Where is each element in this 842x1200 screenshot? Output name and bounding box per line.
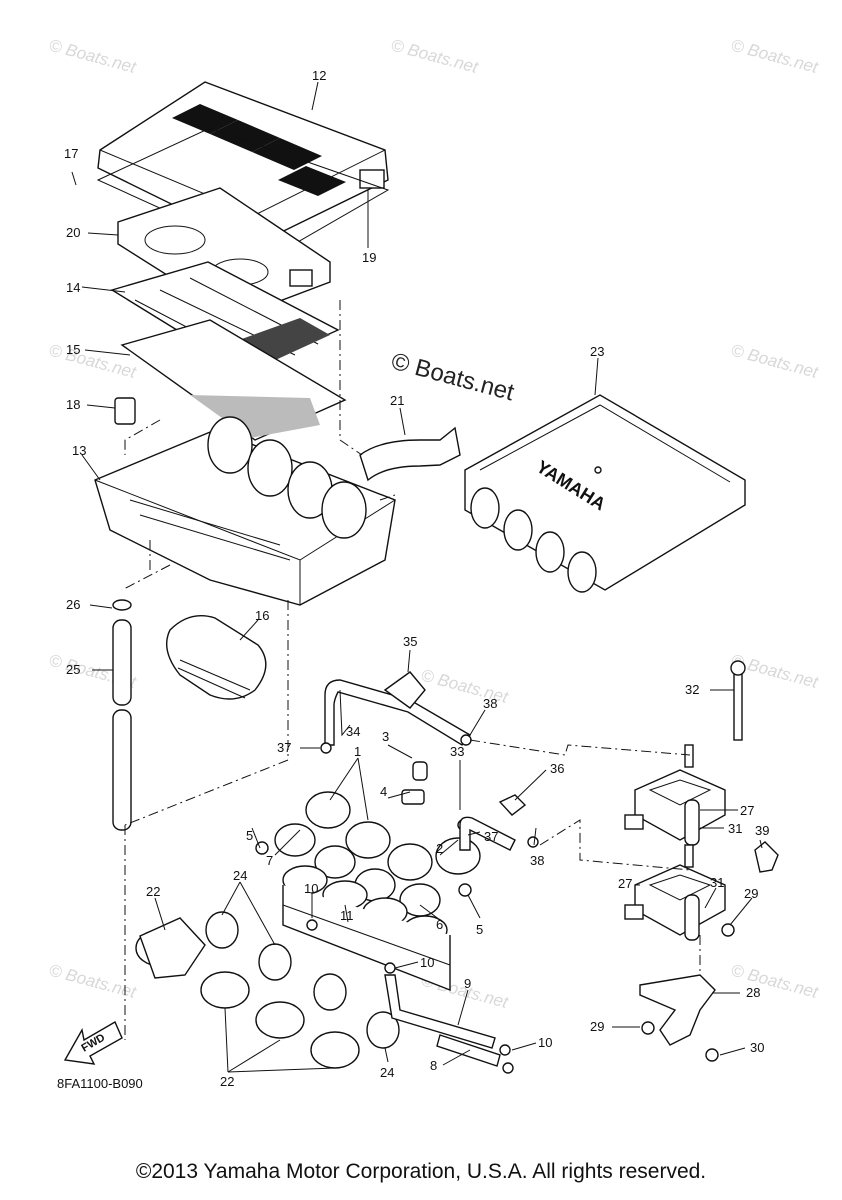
callout-6: 6 [436, 917, 443, 932]
callout-29: 29 [744, 886, 758, 901]
clamp-26 [112, 599, 132, 611]
callout-22b: 22 [220, 1074, 234, 1089]
air-box-case [94, 416, 396, 606]
engine-cover: YAMAHA [464, 394, 746, 593]
callout-9: 9 [464, 976, 471, 991]
callout-22: 22 [146, 884, 160, 899]
callout-5b: 5 [476, 922, 483, 937]
callout-39: 39 [755, 823, 769, 838]
callout-3: 3 [382, 729, 389, 744]
carburetor-set [282, 865, 451, 992]
leader-lines [71, 81, 763, 1073]
callout-18: 18 [66, 397, 80, 412]
callout-13: 13 [72, 443, 86, 458]
fuel-pump-lower [624, 844, 726, 941]
callout-10c: 10 [538, 1035, 552, 1050]
callout-10: 10 [304, 881, 318, 896]
callout-17: 17 [64, 146, 78, 161]
holder-39 [754, 841, 779, 873]
callout-26: 26 [66, 597, 80, 612]
callout-34: 34 [346, 724, 360, 739]
filter-element [120, 319, 347, 441]
intake-joints [135, 917, 360, 1069]
callout-21: 21 [390, 393, 404, 408]
callout-20: 20 [66, 225, 80, 240]
reference-lines [121, 300, 701, 1040]
bolt-32 [733, 667, 743, 741]
joint-clamps [205, 911, 400, 1049]
callout-31: 31 [728, 821, 742, 836]
callout-25: 25 [66, 662, 80, 677]
callout-30: 30 [750, 1040, 764, 1055]
callout-24b: 24 [380, 1065, 394, 1080]
callout-38b: 38 [530, 853, 544, 868]
clip-18 [114, 397, 136, 425]
watermark-11: © Boats.net [729, 961, 821, 1003]
callout-7: 7 [266, 853, 273, 868]
drain-hose [112, 619, 132, 831]
clip-35 [383, 671, 426, 709]
fasteners [255, 734, 735, 1074]
callout-2: 2 [436, 841, 443, 856]
callout-11: 11 [340, 908, 354, 923]
callout-35: 35 [403, 634, 417, 649]
callout-10b: 10 [420, 955, 434, 970]
copyright-notice: ©2013 Yamaha Motor Corporation, U.S.A. A… [135, 1160, 707, 1183]
callout-36: 36 [550, 761, 564, 776]
filter-frame [117, 187, 331, 319]
intake-duct [166, 615, 267, 700]
watermark-center: © Boats.net [388, 348, 517, 407]
watermark-1: © Boats.net [47, 36, 139, 78]
fwd-arrow-icon: FWD [63, 1021, 123, 1065]
callout-23: 23 [590, 344, 604, 359]
breather-hose [359, 426, 461, 482]
diagram-code: 8FA1100-B090 [57, 1076, 143, 1091]
callout-27: 27 [740, 803, 754, 818]
hose-9 [384, 974, 496, 1049]
callout-19: 19 [362, 250, 376, 265]
callout-numbers: 12 17 20 19 14 15 18 13 21 23 26 16 25 3… [64, 68, 769, 1089]
callout-31b: 31 [710, 875, 724, 890]
watermark-3: © Boats.net [729, 36, 821, 78]
watermark-2: © Boats.net [389, 36, 481, 78]
callout-38: 38 [483, 696, 497, 711]
callout-8: 8 [430, 1058, 437, 1073]
callout-33: 33 [450, 744, 464, 759]
callout-32: 32 [685, 682, 699, 697]
callout-37b: 37 [484, 829, 498, 844]
hose-33 [459, 816, 516, 851]
vacuum-hose-34 [324, 679, 472, 746]
callout-29b: 29 [590, 1019, 604, 1034]
callout-37: 37 [277, 740, 291, 755]
callout-4: 4 [380, 784, 387, 799]
fuel-pump-upper [624, 744, 726, 846]
callout-12: 12 [312, 68, 326, 83]
callout-28: 28 [746, 985, 760, 1000]
callout-16: 16 [255, 608, 269, 623]
callout-24: 24 [233, 868, 247, 883]
callout-14: 14 [66, 280, 80, 295]
callout-1: 1 [354, 744, 361, 759]
callout-15: 15 [66, 342, 80, 357]
callout-27b: 27 [618, 876, 632, 891]
callout-5: 5 [246, 828, 253, 843]
watermark-5: © Boats.net [729, 341, 821, 383]
clip-36 [498, 794, 527, 816]
bracket-28 [639, 974, 716, 1046]
